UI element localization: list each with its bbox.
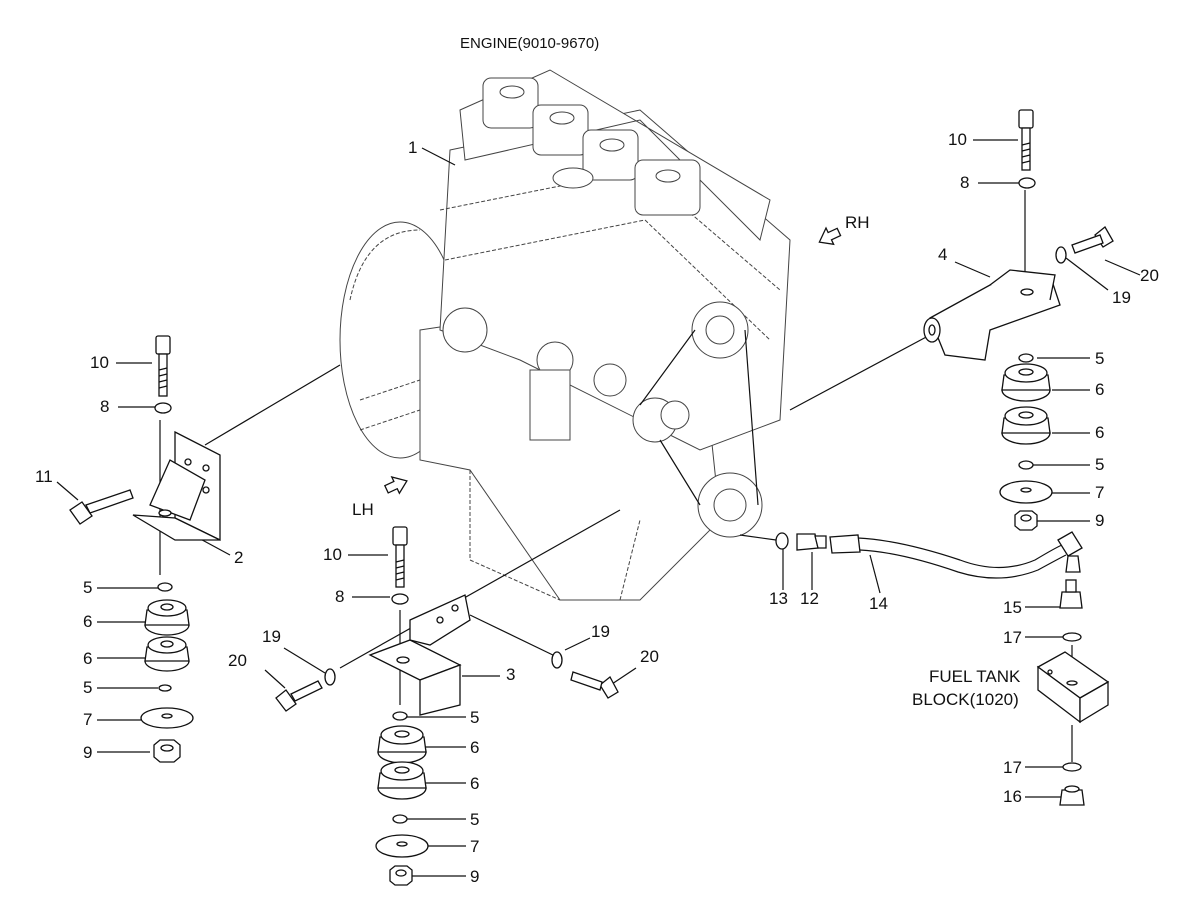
callout-4: 4 [938,245,947,264]
callout-8-front: 8 [335,587,344,606]
callout-19-front-r: 19 [591,622,610,641]
callout-19-front-l: 19 [262,627,281,646]
washer-8-rh [1018,177,1036,189]
mount-6-lh-b [144,636,190,672]
washer-8-front [391,593,409,605]
callout-7-rh: 7 [1095,483,1104,502]
union-12 [796,533,827,551]
rh-label: RH [845,213,870,232]
hose-14 [829,531,1083,579]
callout-16: 16 [1003,787,1022,806]
callout-19-rh: 19 [1112,288,1131,307]
callout-10-lh: 10 [90,353,109,372]
washer-5-front-b [392,814,408,824]
callout-8-lh: 8 [100,397,109,416]
callout-6-lh-b: 6 [83,649,92,668]
callout-17-b: 17 [1003,758,1022,777]
callout-9-front: 9 [470,867,479,886]
callout-11: 11 [35,467,53,486]
callout-5-front-b: 5 [470,810,479,829]
callout-10-rh: 10 [948,130,967,149]
callout-6-rh-b: 6 [1095,423,1104,442]
callout-13: 13 [769,589,788,608]
callout-9-rh: 9 [1095,511,1104,530]
bolt-11 [69,489,134,525]
bolt-10-lh [155,335,171,397]
rh-arrow-icon [818,226,842,246]
callout-7-lh: 7 [83,710,92,729]
bolt-10-front [392,526,408,588]
fuel-tank-note-line1: FUEL TANK [929,667,1021,686]
callout-6-front-b: 6 [470,774,479,793]
callout-6-front-a: 6 [470,738,479,757]
bracket-3 [368,594,471,716]
washer-19-front-l [324,668,336,686]
fuel-tank-block [1036,651,1110,724]
washer-5-lh-b [158,684,172,692]
callout-7-front: 7 [470,837,479,856]
plate-7-rh [999,480,1053,504]
callout-12: 12 [800,589,819,608]
nut-9-lh [153,739,181,763]
plug-16 [1059,785,1085,806]
gasket-13 [775,532,789,550]
bracket-2 [132,430,221,542]
lh-arrow-icon [383,475,408,495]
washer-19-front-r [551,651,563,669]
bolt-20-front-r [570,671,619,699]
callout-5-rh-b: 5 [1095,455,1104,474]
callout-20-rh: 20 [1140,266,1159,285]
oring-17-a [1062,632,1082,642]
callout-6-lh-a: 6 [83,612,92,631]
bracket-4 [923,269,1061,361]
callout-8-rh: 8 [960,173,969,192]
washer-5-lh-a [157,582,173,592]
mount-6-front-b [377,761,427,800]
lh-label: LH [352,500,374,519]
leader-lines [56,139,1141,877]
callout-9-lh: 9 [83,743,92,762]
washer-5-rh-a [1018,353,1034,363]
callout-17-a: 17 [1003,628,1022,647]
washer-19-rh [1055,246,1067,264]
plate-7-lh [140,707,194,729]
plate-7-front [375,834,429,858]
callout-1: 1 [408,138,417,157]
fuel-tank-note-line2: BLOCK(1020) [912,690,1019,709]
bolt-10-rh [1018,109,1034,171]
callout-5-front-a: 5 [470,708,479,727]
callout-2: 2 [234,548,243,567]
callout-6-rh-a: 6 [1095,380,1104,399]
engine-illustration [339,69,791,601]
bolt-20-rh [1071,226,1114,254]
washer-5-rh-b [1018,460,1034,470]
mount-6-lh-a [144,599,190,636]
callout-5-lh-b: 5 [83,678,92,697]
callout-5-lh-a: 5 [83,578,92,597]
callout-10-front: 10 [323,545,342,564]
washer-8-lh [154,402,172,414]
nut-9-front [389,865,413,886]
bolt-20-front-l [275,680,323,712]
connector-15 [1059,579,1083,609]
callout-15: 15 [1003,598,1022,617]
mount-6-front-a [377,725,427,764]
callout-14: 14 [869,594,888,613]
washer-5-front-a [392,711,408,721]
diagram-title: ENGINE(9010-9670) [460,35,599,52]
callout-20-front-l: 20 [228,651,247,670]
mount-6-rh-b [1001,406,1051,445]
nut-9-rh [1014,510,1038,531]
oring-17-b [1062,762,1082,772]
callout-5-rh-a: 5 [1095,349,1104,368]
callout-20-front-r: 20 [640,647,659,666]
mount-6-rh-a [1001,363,1051,402]
callout-3: 3 [506,665,515,684]
